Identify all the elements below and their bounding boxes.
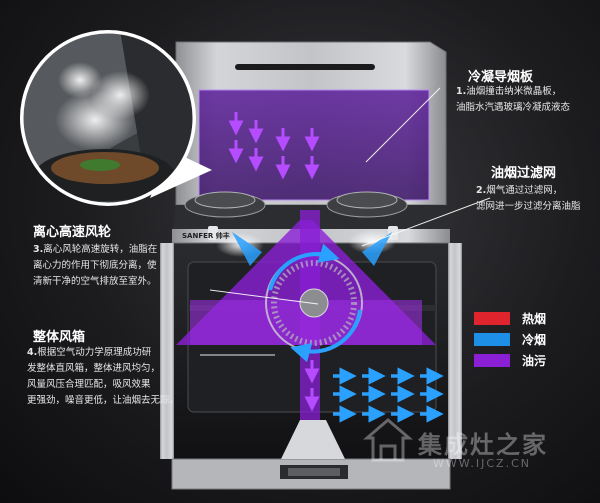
annotation-number: 4. — [27, 347, 38, 358]
house-logo-icon — [363, 418, 413, 462]
legend-item-oil: 油污 — [474, 352, 546, 369]
legend-swatch — [474, 312, 510, 325]
annotation-fan: 离心高速风轮 — [33, 221, 111, 240]
legend-item-hot: 热烟 — [474, 310, 546, 327]
annotation-condense: 冷凝导烟板 — [468, 66, 533, 85]
legend-label: 油污 — [522, 354, 547, 368]
legend-label: 热烟 — [522, 312, 547, 326]
annotation-title: 冷凝导烟板 — [468, 70, 534, 85]
legend-swatch — [474, 354, 510, 367]
annotation-line: 根据空气动力学原理成功研 — [37, 347, 152, 358]
annotation-line: 油脂水汽遇玻璃冷凝成液态 — [456, 102, 571, 113]
hood-vent-slot — [235, 64, 375, 70]
annotation-box-body: 4.根据空气动力学原理成功研 发整体直风箱，整体进风均匀， 风量风压合理匹配，吸… — [27, 345, 179, 409]
legend-item-cold: 冷烟 — [474, 331, 546, 348]
brand-logo: SANFER 帅丰 — [182, 232, 230, 240]
cold-smoke-arrows — [333, 367, 444, 423]
condensing-glass-panel — [198, 89, 430, 201]
legend-swatch — [474, 333, 510, 346]
annotation-line: 油烟撞击纳米微晶板， — [466, 86, 562, 97]
annotation-title: 油烟过滤网 — [491, 166, 557, 181]
annotation-line: 离心风轮高速旋转，油脂在 — [43, 244, 158, 255]
annotation-line: 烟气通过过滤网， — [486, 185, 563, 196]
annotation-box: 整体风箱 — [33, 326, 85, 345]
annotation-number: 3. — [33, 244, 44, 255]
cooking-photo-inset — [20, 30, 212, 206]
annotation-line: 发整体直风箱，整体进风均匀， — [27, 363, 161, 374]
watermark-text: 集成灶之家 — [418, 431, 548, 459]
annotation-condense-body: 1.油烟撞击纳米微晶板， 油脂水汽遇玻璃冷凝成液态 — [456, 84, 570, 116]
watermark-url: WWW.IJCZ.CN — [433, 457, 531, 470]
annotation-line: 离心力的作用下彻底分离，使 — [33, 260, 157, 271]
annotation-fan-body: 3.离心风轮高速旋转，油脂在 离心力的作用下彻底分离，使 清新干净的空气排放至室… — [33, 242, 157, 290]
annotation-line: 更强劲，噪音更低，让油烟去无踪。 — [27, 395, 180, 406]
callout-lines — [200, 87, 491, 356]
legend-label: 冷烟 — [522, 333, 547, 347]
annotation-filter: 油烟过滤网 — [491, 162, 556, 181]
annotation-line: 滤网进一步过滤分离油脂 — [476, 201, 581, 212]
annotation-title: 整体风箱 — [33, 330, 86, 345]
annotation-line: 清新干净的空气排放至室外。 — [33, 276, 157, 287]
annotation-filter-body: 2.烟气通过过滤网， 滤网进一步过滤分离油脂 — [476, 183, 581, 215]
annotation-number: 1. — [456, 86, 467, 97]
annotation-line: 风量风压合理匹配，吸风效果 — [27, 379, 151, 390]
oil-arrows — [228, 112, 320, 412]
annotation-number: 2. — [476, 185, 487, 196]
annotation-title: 离心高速风轮 — [33, 225, 112, 240]
